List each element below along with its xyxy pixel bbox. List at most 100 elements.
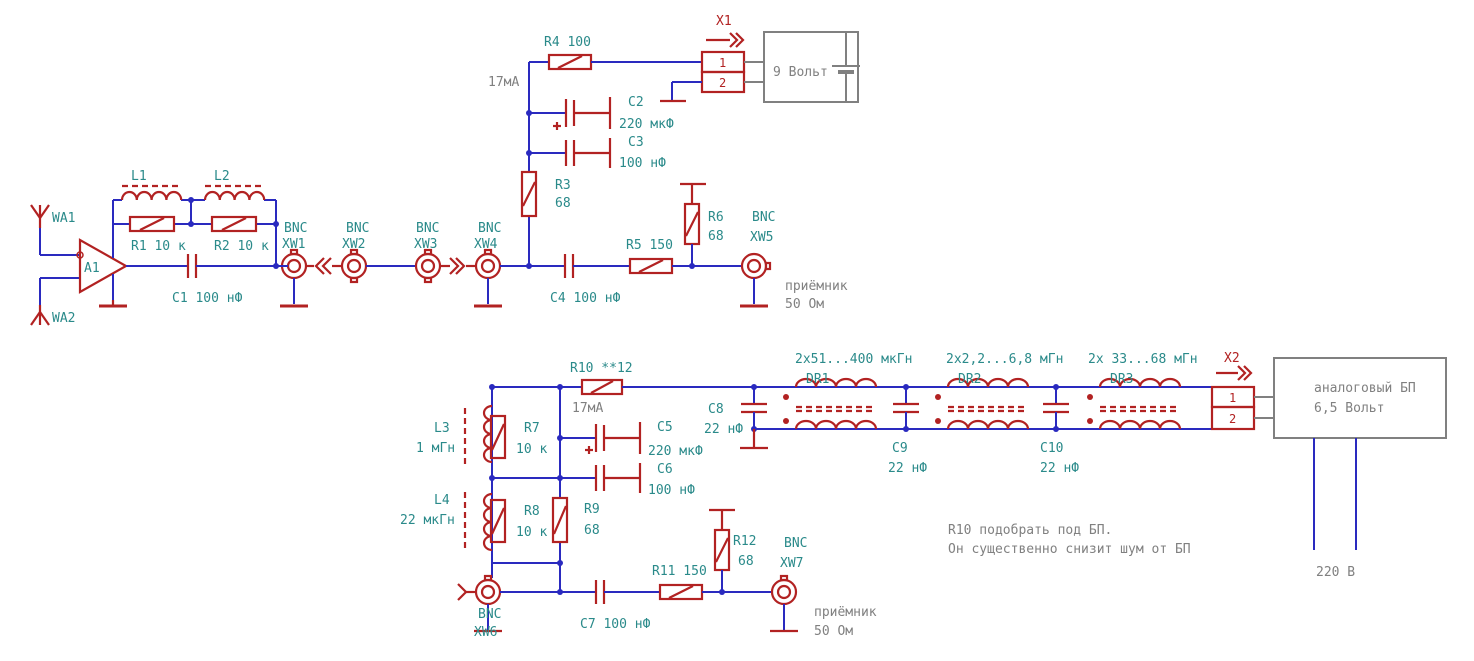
label-r11: R11 150 (652, 564, 707, 579)
bnc-connector-xw3 (414, 248, 466, 284)
choke-dr3 (1087, 377, 1182, 430)
label-a1: A1 (84, 261, 100, 276)
label-psu: аналоговый БП (1314, 381, 1416, 396)
label-wa2: WA2 (52, 311, 75, 326)
label-c10: C10 (1040, 441, 1063, 456)
capacitor-c1 (186, 254, 198, 278)
label-wa1: WA1 (52, 211, 75, 226)
capacitor-c5 (585, 422, 642, 454)
label-xw3-type: BNC (416, 221, 439, 236)
label-r6: R6 (708, 210, 724, 225)
label-c6: C6 (657, 462, 673, 477)
label-xw1-type: BNC (284, 221, 307, 236)
label-r12: R12 (733, 534, 756, 549)
resistor-r7 (489, 414, 507, 460)
label-r7-value: 10 к (516, 442, 547, 457)
label-c4: C4 100 нФ (550, 291, 621, 306)
capacitor-c9 (893, 387, 919, 429)
label-xw1: XW1 (282, 237, 305, 252)
label-xw4: XW4 (474, 237, 498, 252)
label-receiver-ohm-bottom: 50 Ом (814, 624, 853, 639)
label-x1: X1 (716, 14, 732, 29)
label-r7: R7 (524, 421, 540, 436)
label-c8: C8 (708, 402, 724, 417)
label-receiver-bottom: приёмник (814, 605, 877, 620)
label-c6-value: 100 нФ (648, 483, 695, 498)
label-xw7: XW7 (780, 556, 803, 571)
label-l4: L4 (434, 493, 450, 508)
label-psu-voltage: 6,5 Вольт (1314, 401, 1384, 416)
label-x1-pin1: 1 (719, 56, 726, 70)
label-l3-value: 1 мГн (416, 441, 455, 456)
label-battery: 9 Вольт (773, 65, 828, 80)
label-dr3: DR3 (1110, 372, 1133, 387)
label-xw7-type: BNC (784, 536, 807, 551)
label-c2-value: 220 мкФ (619, 117, 674, 132)
resistor-r8 (489, 498, 507, 544)
label-r10: R10 **12 (570, 361, 633, 376)
bnc-connector-xw1 (276, 248, 314, 308)
label-dr2: DR2 (958, 372, 981, 387)
label-r9-value: 68 (584, 523, 600, 538)
bnc-connector-xw2 (314, 248, 416, 284)
choke-dr2 (935, 377, 1030, 430)
label-xw2-type: BNC (346, 221, 369, 236)
label-c3: C3 (628, 135, 644, 150)
label-c8-value: 22 нФ (704, 422, 743, 437)
label-r8: R8 (524, 504, 540, 519)
label-r9: R9 (584, 502, 600, 517)
label-current-bottom: 17мА (572, 401, 603, 416)
antenna-wa2 (30, 277, 80, 326)
power-supply-box (1254, 357, 1447, 550)
label-dr1-value: 2х51...400 мкГн (795, 352, 912, 367)
label-receiver-ohm-top: 50 Ом (785, 297, 824, 312)
label-xw6: XW6 (474, 625, 497, 640)
resistor-r6 (683, 202, 701, 246)
top-circuit: WA1 WA2 A1 C1 100 нФ (30, 14, 860, 326)
capacitor-c8 (740, 387, 768, 450)
label-l1: L1 (131, 169, 147, 184)
capacitor-c10 (1043, 387, 1069, 429)
label-l4-value: 22 мкГн (400, 513, 455, 528)
label-c1: C1 100 нФ (172, 291, 243, 306)
resistor-r10 (580, 378, 624, 396)
label-x2-pin2: 2 (1229, 412, 1236, 426)
resistor-r9 (551, 496, 569, 544)
label-c10-value: 22 нФ (1040, 461, 1079, 476)
label-r12-value: 68 (738, 554, 754, 569)
label-mains: 220 В (1316, 565, 1355, 580)
label-xw4-type: BNC (478, 221, 501, 236)
label-r3-value: 68 (555, 196, 571, 211)
bottom-circuit: R10 **12 17мА L3 1 мГн L4 22 мкГн (400, 351, 1447, 640)
label-r3: R3 (555, 178, 571, 193)
label-r4: R4 100 (544, 35, 591, 50)
label-dr1: DR1 (806, 372, 829, 387)
resistor-r2 (210, 215, 258, 233)
capacitor-c2 (553, 97, 612, 130)
label-l3: L3 (434, 421, 450, 436)
label-xw5-type: BNC (752, 210, 775, 225)
label-r1: R1 10 к (131, 239, 186, 254)
label-c7: C7 100 нФ (580, 617, 651, 632)
inductor-l3 (463, 404, 493, 468)
inductor-l4 (463, 492, 493, 552)
capacitor-c3 (564, 138, 612, 168)
label-current-top: 17мА (488, 75, 519, 90)
label-c9: C9 (892, 441, 908, 456)
label-dr3-value: 2х 33...68 мГн (1088, 352, 1198, 367)
label-xw3: XW3 (414, 237, 437, 252)
bnc-connector-xw7 (770, 574, 798, 633)
capacitor-c4 (563, 254, 575, 278)
bnc-connector-xw6 (457, 574, 596, 633)
inductor-l1 (120, 184, 183, 201)
label-c5-value: 220 мкФ (648, 444, 703, 459)
antenna-wa1 (30, 204, 80, 256)
label-c2: C2 (628, 95, 644, 110)
label-r6-value: 68 (708, 229, 724, 244)
note-line-1: R10 подобрать под БП. (948, 523, 1112, 538)
resistor-r3 (520, 170, 538, 218)
resistor-r4 (547, 53, 593, 71)
label-l2: L2 (214, 169, 230, 184)
resistor-r1 (128, 215, 176, 233)
